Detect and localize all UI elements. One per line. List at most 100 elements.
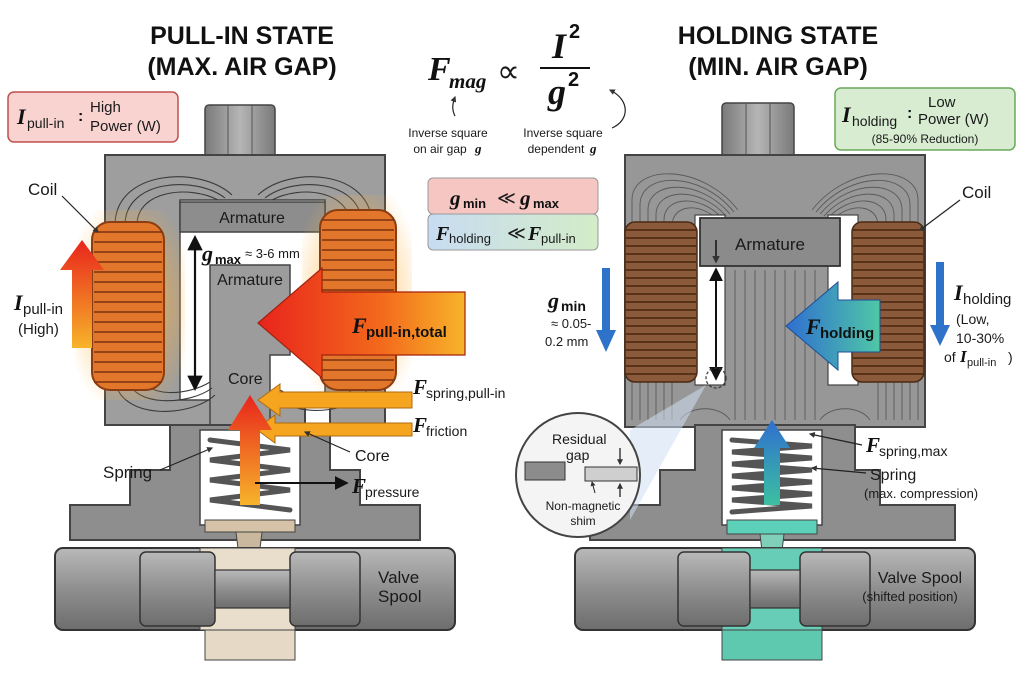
left-force-friction-subscript: friction	[426, 423, 467, 439]
right-gap-symbol: g	[547, 288, 559, 313]
center-formula-group: F mag ∝ I 2 g 2 Inverse square on air ga…	[408, 21, 626, 251]
formula-lhs: F	[427, 51, 451, 88]
right-force-holding-symbol: F	[805, 314, 821, 339]
right-box-line2: Power (W)	[918, 111, 989, 128]
formula-den-exp: 2	[568, 69, 579, 91]
rel1-a-sub: min	[463, 196, 486, 211]
left-spring-label: Spring	[103, 463, 152, 482]
right-force-holding-subscript: holding	[820, 325, 874, 342]
left-armature-top	[179, 201, 326, 233]
left-force-pressure-symbol: F	[351, 474, 366, 498]
right-armature-label: Armature	[735, 235, 805, 254]
right-current-subscript: holding	[963, 291, 1011, 308]
right-spring	[729, 437, 813, 515]
right-texts: HOLDING STATE (MIN. AIR GAP) I holding :…	[545, 22, 1016, 604]
rel1-a: g	[449, 186, 461, 210]
left-force-total-symbol: F	[351, 313, 367, 338]
right-gap-subscript: min	[561, 298, 586, 314]
right-current-line4-sub: pull-in	[967, 357, 996, 369]
right-current-line4-sym: I	[959, 347, 968, 366]
left-gap-value: ≈ 3-6 mm	[245, 246, 300, 261]
rel2-a-sub: holding	[449, 231, 491, 246]
right-spring-line1: Spring	[870, 467, 916, 484]
note-left-line1: Inverse square	[408, 126, 488, 140]
rel1-b-sub: max	[533, 196, 560, 211]
right-title-line2: (MIN. AIR GAP)	[688, 53, 868, 81]
right-title-line1: HOLDING STATE	[678, 22, 878, 50]
left-valve-line2: Spool	[378, 587, 421, 606]
left-bolt-head	[204, 104, 276, 161]
formula-prop: ∝	[497, 53, 520, 89]
right-valve-line2: (shifted position)	[862, 589, 957, 604]
rel2-b-sub: pull-in	[541, 231, 576, 246]
right-coil-label: Coil	[962, 183, 991, 202]
right-box-symbol: I	[841, 102, 852, 127]
left-box-line1: High	[90, 99, 121, 116]
left-force-friction-symbol: F	[412, 413, 427, 437]
formula-num-exp: 2	[569, 21, 580, 43]
right-upward-force-arrow	[754, 420, 790, 505]
rel1-b: g	[519, 186, 531, 210]
left-current-arrow	[60, 240, 104, 348]
right-valve-line1: Valve Spool	[878, 570, 962, 587]
right-current-line4-post: )	[1008, 349, 1013, 365]
right-current-arrow-left	[596, 268, 616, 352]
right-current-arrow-right	[930, 262, 950, 346]
note-right-var: g	[589, 141, 597, 156]
right-gap-line3: 0.2 mm	[545, 334, 588, 349]
right-armature	[699, 217, 841, 267]
left-title-line1: PULL-IN STATE	[150, 22, 334, 50]
left-box-subscript: pull-in	[27, 115, 64, 131]
formula-den: g	[547, 72, 566, 112]
left-force-spring-arrow	[257, 383, 413, 417]
left-box-symbol: I	[16, 104, 27, 129]
right-gap-line2: ≈ 0.05-	[551, 316, 591, 331]
right-spring-line2: (max. compression)	[864, 486, 978, 501]
right-current-line3: 10-30%	[956, 330, 1004, 346]
rel2-op: ≪	[507, 223, 526, 243]
right-box-line3: (85-90% Reduction)	[872, 132, 979, 146]
left-core-label2: Core	[355, 448, 390, 465]
relation-row2	[427, 213, 599, 251]
left-valve-line1: Valve	[378, 568, 419, 587]
note-left-line2: on air gap	[413, 142, 467, 156]
left-current-note: (High)	[18, 321, 59, 338]
left-box-colon: :	[78, 108, 83, 125]
note-left-var: g	[474, 141, 482, 156]
rel2-b: F	[527, 223, 542, 245]
right-force-holding-arrow	[785, 280, 881, 372]
right-coil-left	[624, 221, 698, 383]
note-right-line2: dependent	[528, 142, 585, 156]
right-box-subscript: holding	[852, 113, 897, 129]
right-current-box	[834, 87, 1016, 151]
left-coil-label: Coil	[28, 180, 57, 199]
right-box-colon: :	[907, 105, 912, 122]
left-upward-force-arrow	[228, 395, 272, 505]
residual-gap-magnifier	[515, 412, 641, 538]
left-box-line2: Power (W)	[90, 118, 161, 135]
right-solenoid	[515, 102, 976, 661]
left-armature-body-label: Armature	[217, 272, 283, 289]
shim-line1: Non-magnetic	[546, 499, 621, 513]
left-force-total-subscript: pull-in,total	[366, 324, 447, 341]
left-gap-symbol: g	[201, 241, 213, 266]
right-current-line2: (Low,	[956, 311, 989, 327]
note-right-line1: Inverse square	[523, 126, 603, 140]
right-current-symbol: I	[953, 280, 964, 305]
left-current-subscript: pull-in	[23, 301, 63, 318]
left-force-total-arrow	[257, 266, 466, 380]
residual-gap-line2: gap	[566, 447, 590, 463]
left-force-pressure-subscript: pressure	[365, 484, 420, 500]
left-current-box	[7, 91, 179, 143]
left-solenoid	[54, 104, 466, 661]
left-texts: PULL-IN STATE (MAX. AIR GAP) I pull-in :…	[7, 22, 505, 606]
left-coil-left	[91, 221, 165, 391]
right-current-line4-pre: of	[944, 349, 956, 365]
left-force-spring-subscript: spring,pull-in	[426, 385, 505, 401]
left-force-friction-arrow	[255, 414, 413, 444]
left-gap-subscript: max	[215, 252, 242, 267]
formula-num: I	[551, 26, 568, 66]
left-title-line2: (MAX. AIR GAP)	[147, 53, 336, 81]
